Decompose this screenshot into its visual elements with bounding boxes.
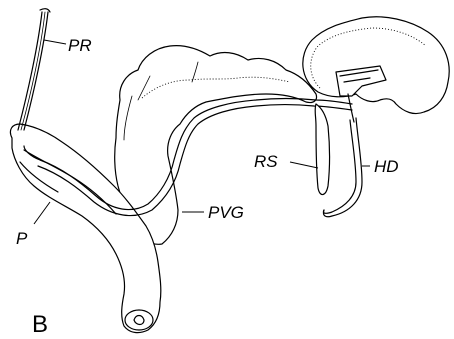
pvg-label: PVG <box>208 203 244 222</box>
pr-label: PR <box>68 36 92 55</box>
rs-leader-line <box>290 162 318 168</box>
panel-letter: B <box>32 311 48 338</box>
penis-retractor <box>18 9 50 130</box>
p-leader-line <box>34 202 50 224</box>
pr-leader-line <box>44 40 66 44</box>
hd-label: HD <box>374 157 399 176</box>
p-label: P <box>16 229 28 248</box>
rs-label: RS <box>254 152 278 171</box>
receptaculum-seminis <box>315 104 329 195</box>
